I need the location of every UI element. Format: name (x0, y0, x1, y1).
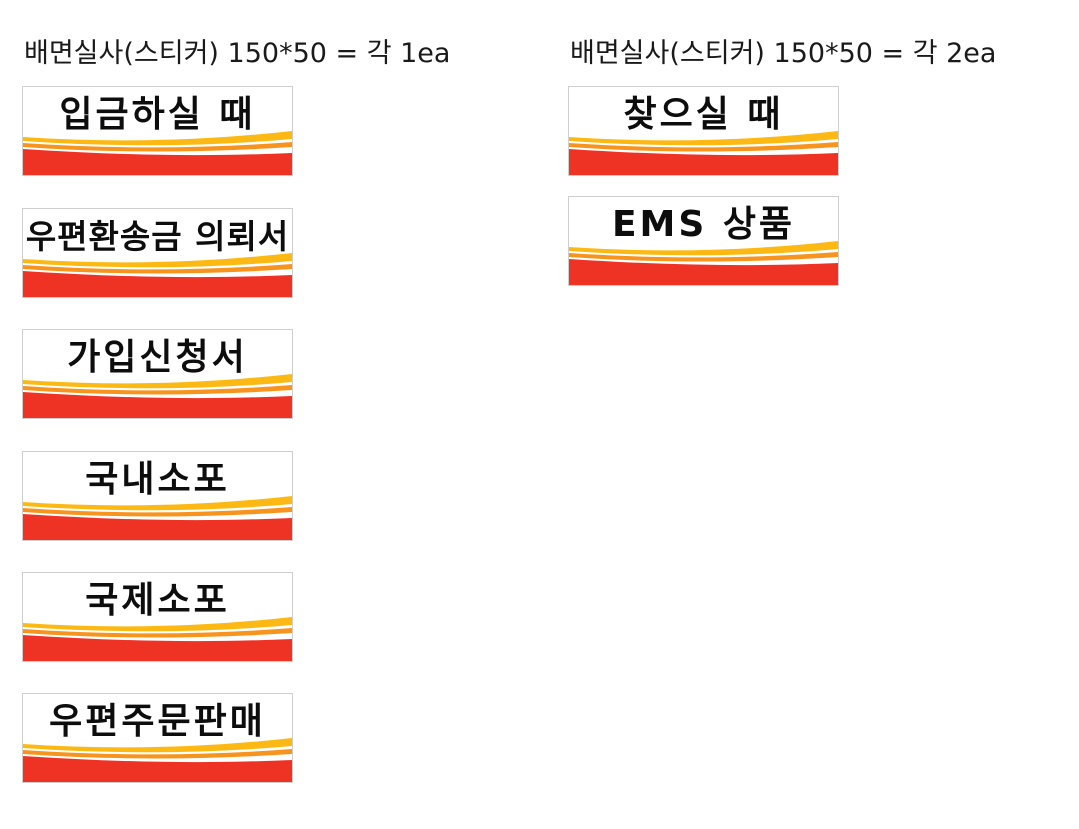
sticker-deposit: 입금하실 때 (22, 86, 293, 176)
sticker-withdrawal: 찾으실 때 (568, 86, 839, 176)
sticker-mail-order: 우편주문판매 (22, 693, 293, 783)
band-graphic (569, 241, 838, 285)
sticker-postal-remittance: 우편환송금 의뢰서 (22, 208, 293, 298)
heading-right: 배면실사(스티커) 150*50 = 각 2ea (570, 38, 997, 69)
sticker-label: 국내소포 (85, 459, 230, 500)
sticker-label: 찾으실 때 (623, 94, 784, 135)
sticker-label: 입금하실 때 (59, 94, 256, 135)
sticker-international-parcel: 국제소포 (22, 572, 293, 662)
sticker-label: EMS 상품 (611, 204, 796, 245)
band-graphic (23, 131, 292, 175)
band-graphic (569, 131, 838, 175)
band-graphic (23, 253, 292, 297)
band-graphic (23, 738, 292, 782)
sticker-label: 우편환송금 의뢰서 (25, 217, 290, 256)
sticker-label: 가입신청서 (67, 337, 248, 378)
sticker-label: 국제소포 (85, 580, 230, 621)
heading-left: 배면실사(스티커) 150*50 = 각 1ea (24, 38, 451, 69)
band-graphic (23, 496, 292, 540)
sticker-application: 가입신청서 (22, 329, 293, 419)
band-graphic (23, 617, 292, 661)
band-graphic (23, 374, 292, 418)
sticker-domestic-parcel: 국내소포 (22, 451, 293, 541)
sticker-ems-product: EMS 상품 (568, 196, 839, 286)
sticker-label: 우편주문판매 (49, 701, 266, 742)
